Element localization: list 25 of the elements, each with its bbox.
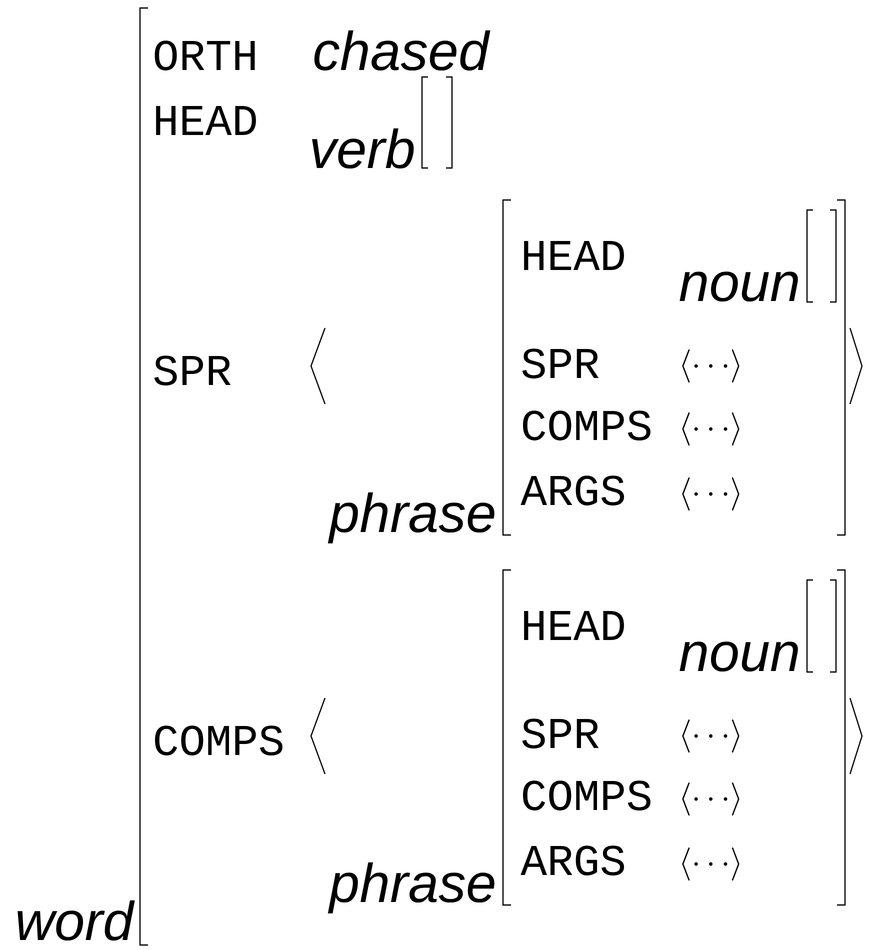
list-value: $\langle\cdots\rangle$: [682, 349, 740, 383]
feature-name: ARGS: [520, 476, 624, 506]
type-label: verb: [312, 128, 414, 169]
type-label: noun: [680, 642, 798, 672]
feature-name: SPR: [154, 356, 231, 386]
feature-name: HEAD: [156, 106, 256, 135]
feature-value: chased: [314, 30, 490, 71]
list-value: $\langle\cdots\rangle$: [682, 477, 740, 511]
list-value: $\langle\cdots\rangle$: [682, 719, 740, 753]
list-value: $\langle\cdots\rangle$: [682, 847, 740, 881]
feature-name: ORTH: [154, 40, 255, 70]
list-value: $\langle\cdots\rangle$: [682, 782, 740, 816]
type-label: word: [18, 900, 135, 941]
list-value: $\langle\cdots\rangle$: [682, 412, 740, 446]
feature-name: HEAD: [524, 241, 624, 270]
feature-name: COMPS: [523, 780, 650, 810]
feature-name: SPR: [522, 718, 599, 748]
feature-name: ARGS: [520, 846, 624, 876]
type-label: phrase: [328, 862, 494, 914]
type-label: phrase: [328, 492, 494, 544]
feature-name: HEAD: [524, 611, 624, 640]
type-label: noun: [680, 272, 798, 302]
feature-name: SPR: [522, 348, 599, 378]
feature-name: COMPS: [523, 410, 650, 440]
feature-name: COMPS: [155, 726, 282, 756]
